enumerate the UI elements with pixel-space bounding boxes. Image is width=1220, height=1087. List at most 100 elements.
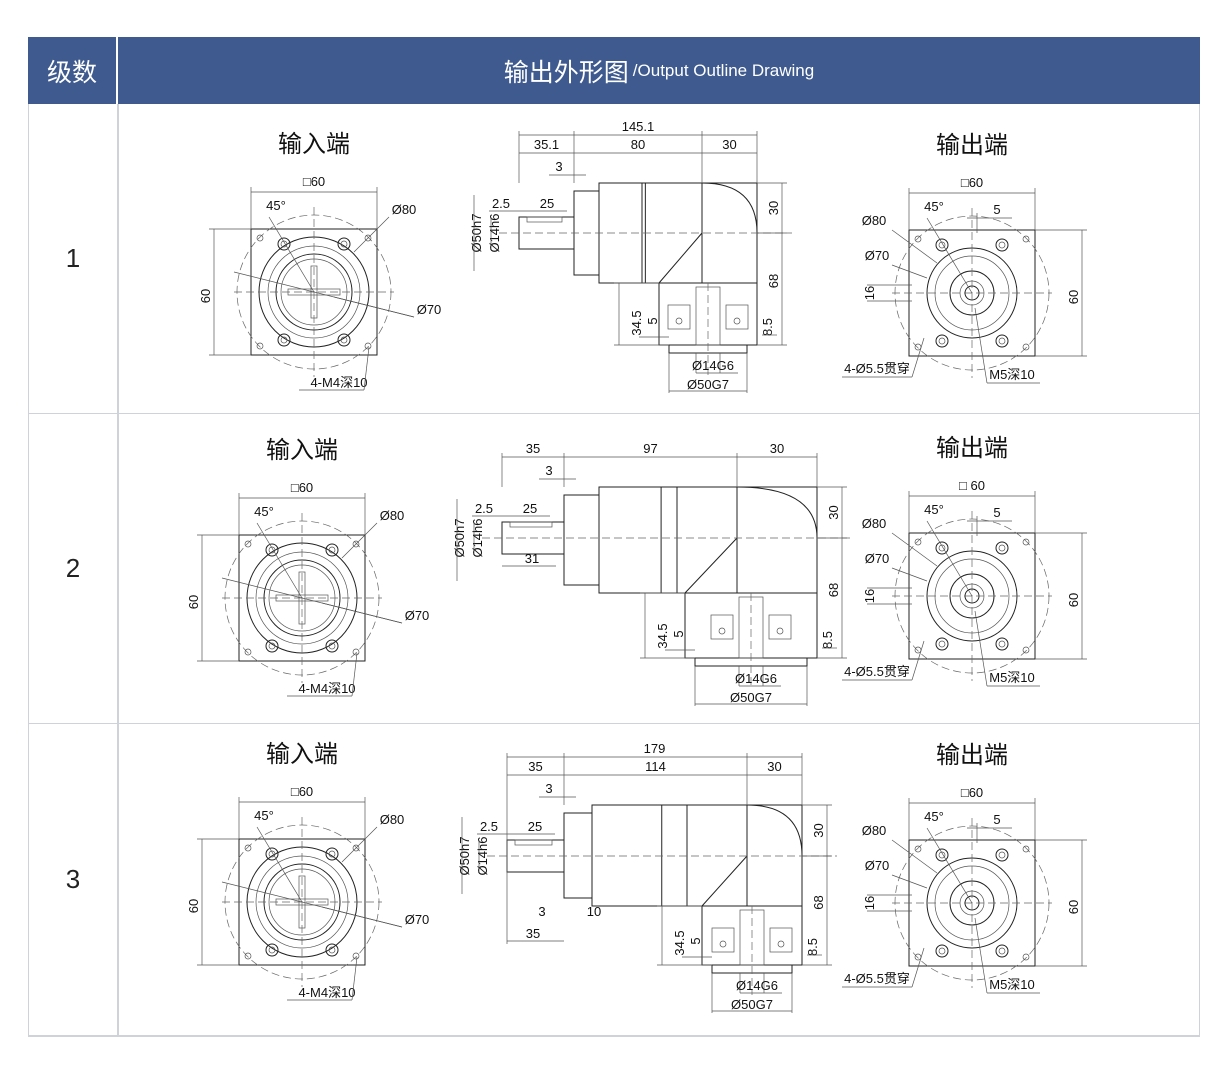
drawing-outline	[509, 521, 553, 528]
corner-hole	[352, 540, 360, 548]
drawing-circle	[733, 317, 741, 325]
drawing-circle	[340, 240, 348, 248]
hole-spec-label: 4-M4深10	[310, 375, 367, 390]
bolt-hole	[935, 334, 949, 348]
drawing-line	[974, 917, 988, 994]
corner-hole	[1022, 538, 1030, 546]
corner-hole	[256, 342, 264, 350]
corner-hole	[1022, 646, 1030, 654]
bolt-hole	[337, 237, 351, 251]
view-title: 输入端	[266, 741, 338, 768]
drawing-outline	[710, 614, 734, 640]
angle-dimension: 45°	[924, 502, 944, 517]
diameter-14h6: Ø14h6	[470, 518, 485, 557]
drawing-line	[926, 217, 973, 294]
elbow-arc	[701, 182, 758, 234]
drawing-circle	[938, 337, 946, 345]
through-hole-label: 4-Ø5.5贯穿	[844, 361, 910, 376]
dimension-34-5: 34.5	[629, 310, 644, 335]
square-dimension: □ 60	[959, 478, 985, 493]
drawing-column-header: 输出外形图 /Output Outline Drawing	[118, 37, 1200, 104]
corner-hole	[914, 343, 922, 351]
drawing-line	[684, 537, 738, 594]
drawing-line	[974, 610, 988, 687]
bolt-hole	[995, 541, 1009, 555]
outline-drawing: 输入端□606045°Ø80Ø704-M4深10输出端□606045°Ø80Ø7…	[186, 741, 1087, 1013]
drawing-line	[974, 307, 988, 384]
drawing-circle	[938, 544, 946, 552]
bolt-hole	[935, 944, 949, 958]
bolt-hole	[337, 333, 351, 347]
drawing-circle	[938, 947, 946, 955]
angle-dimension: 45°	[924, 199, 944, 214]
corner-hole	[364, 234, 372, 242]
drawing-circle	[328, 546, 336, 554]
diameter-80-label: Ø80	[862, 213, 887, 228]
view-title: 输入端	[266, 437, 338, 464]
corner-hole	[1022, 343, 1030, 351]
diameter-50h7: Ø50h7	[452, 518, 467, 557]
length-dimension: 97	[643, 441, 657, 456]
bolt-hole	[265, 847, 279, 861]
dimension-16: 16	[862, 286, 877, 300]
key-offset-dimension: 2.5	[480, 819, 498, 834]
length-dimension: 80	[631, 137, 645, 152]
length-dimension: 35.1	[534, 137, 559, 152]
corner-hole	[914, 845, 922, 853]
tap-hole-label: M5深10	[989, 977, 1035, 992]
level-number: 1	[29, 104, 119, 413]
drawing-outline	[725, 304, 749, 330]
flange-dimension: 3	[545, 781, 552, 796]
diameter-70-label: Ø70	[405, 608, 430, 623]
height-dimension: 60	[1066, 290, 1081, 304]
drawing-line	[658, 232, 703, 284]
diameter-70-label: Ø70	[417, 302, 442, 317]
drawing-line	[221, 577, 403, 624]
corner-hole	[914, 235, 922, 243]
dimension-5: 5	[671, 630, 686, 637]
diameter-80-label: Ø80	[392, 202, 417, 217]
bolt-hole	[325, 847, 339, 861]
bolt-hole	[995, 238, 1009, 252]
angle-dimension: 45°	[254, 504, 274, 519]
height-dimension: 60	[186, 595, 201, 609]
drawing-line	[341, 522, 378, 559]
drawing-line	[256, 522, 303, 599]
tap-hole-label: M5深10	[989, 670, 1035, 685]
dimension-68: 68	[766, 274, 781, 288]
bolt-hole	[935, 637, 949, 651]
bolt-hole	[325, 543, 339, 557]
bolt-hole	[935, 541, 949, 555]
level-number: 3	[29, 724, 119, 1035]
corner-hole	[1022, 845, 1030, 853]
corner-hole	[244, 952, 252, 960]
square-dimension: □60	[303, 174, 325, 189]
total-length-dimension: 145.1	[622, 119, 655, 134]
corner-hole	[1022, 953, 1030, 961]
drawing-circle	[777, 940, 785, 948]
height-dimension: 60	[1066, 593, 1081, 607]
diameter-14h6: Ø14h6	[487, 213, 502, 252]
drawing-circle	[938, 851, 946, 859]
drawing-circle	[675, 317, 683, 325]
drawing-circle	[998, 947, 1006, 955]
diameter-70-label: Ø70	[865, 858, 890, 873]
output-spigot-dimension: Ø50G7	[730, 690, 772, 705]
dimension-10: 10	[587, 904, 601, 919]
total-length-dimension: 179	[644, 741, 666, 756]
height-dimension: 60	[186, 899, 201, 913]
drawing-circle	[998, 544, 1006, 552]
drawing-circle	[998, 851, 1006, 859]
dimension-35: 35	[526, 926, 540, 941]
dimension-8-5: 8.5	[760, 318, 775, 336]
length-dimension: 30	[767, 759, 781, 774]
drawing-line	[353, 216, 390, 253]
corner-hole	[352, 844, 360, 852]
drawing-line	[891, 839, 938, 874]
drawing-outline	[563, 494, 600, 586]
bolt-hole	[935, 848, 949, 862]
dimension-5: 5	[688, 937, 703, 944]
